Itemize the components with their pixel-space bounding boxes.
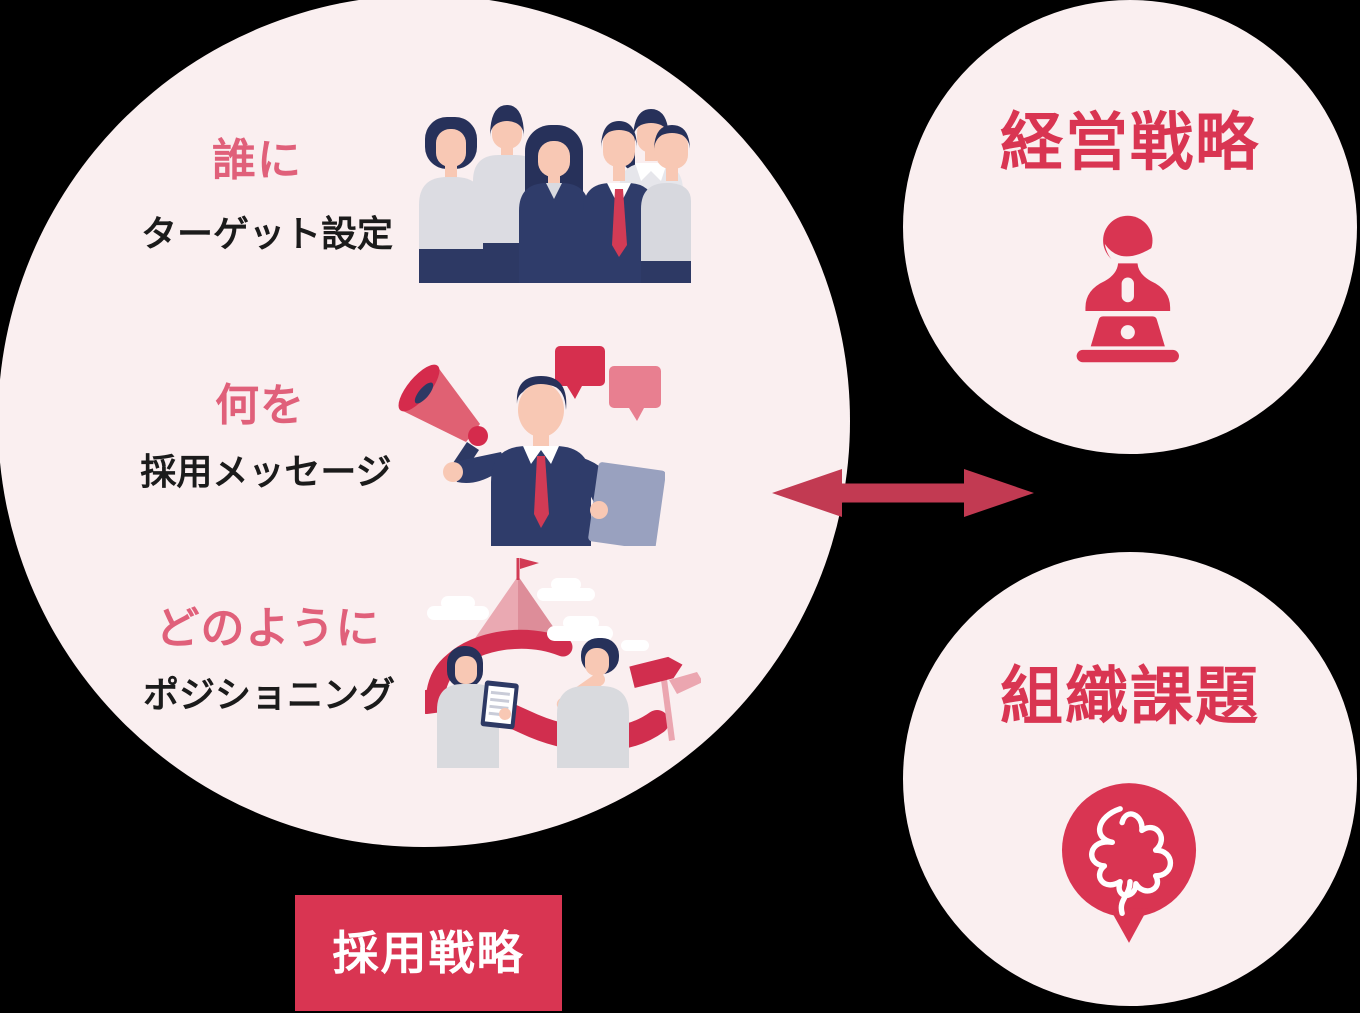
row3-label: ポジショニング <box>142 674 395 715</box>
signpost <box>629 656 701 741</box>
mountain-goal-illustration <box>425 558 701 768</box>
double-arrow-icon <box>772 469 1034 517</box>
row1-label: ターゲット設定 <box>140 213 393 254</box>
org-issues-circle: 組織課題 <box>903 552 1357 1006</box>
person-front-woman-left <box>419 117 483 283</box>
presenter-man <box>443 376 665 546</box>
person-front-man-suit <box>583 121 655 283</box>
clouds <box>427 578 649 651</box>
person-at-laptop-icon <box>1076 215 1179 363</box>
management-strategy-title: 経営戦略 <box>1000 108 1260 178</box>
tangled-thread-pin-icon <box>1061 783 1197 943</box>
speech-bubble-dark <box>555 346 605 399</box>
recruitment-strategy-badge: 採用戦略 <box>295 895 562 1011</box>
row2-heading: 何を <box>215 381 305 430</box>
speech-bubble-light <box>609 366 661 421</box>
tablet-woman <box>437 646 519 768</box>
management-strategy-circle: 経営戦略 <box>903 0 1357 454</box>
recruitment-strategy-circle: 誰に ターゲット設定 何を 採用メッセージ どのように ポジショニング <box>0 0 850 847</box>
person-front-woman-suit <box>519 125 589 283</box>
tablet <box>480 680 519 730</box>
person-front-man-right <box>641 125 691 283</box>
megaphone <box>398 364 488 474</box>
recruitment-strategy-badge-label: 採用戦略 <box>332 927 525 979</box>
row3-heading: どのように <box>155 604 381 653</box>
row1-heading: 誰に <box>212 136 302 185</box>
org-issues-title: 組織課題 <box>1000 662 1260 732</box>
team-people-illustration <box>419 105 691 283</box>
pointing-man <box>556 638 629 768</box>
row2-label: 採用メッセージ <box>140 451 392 492</box>
megaphone-presenter-illustration <box>398 346 665 546</box>
